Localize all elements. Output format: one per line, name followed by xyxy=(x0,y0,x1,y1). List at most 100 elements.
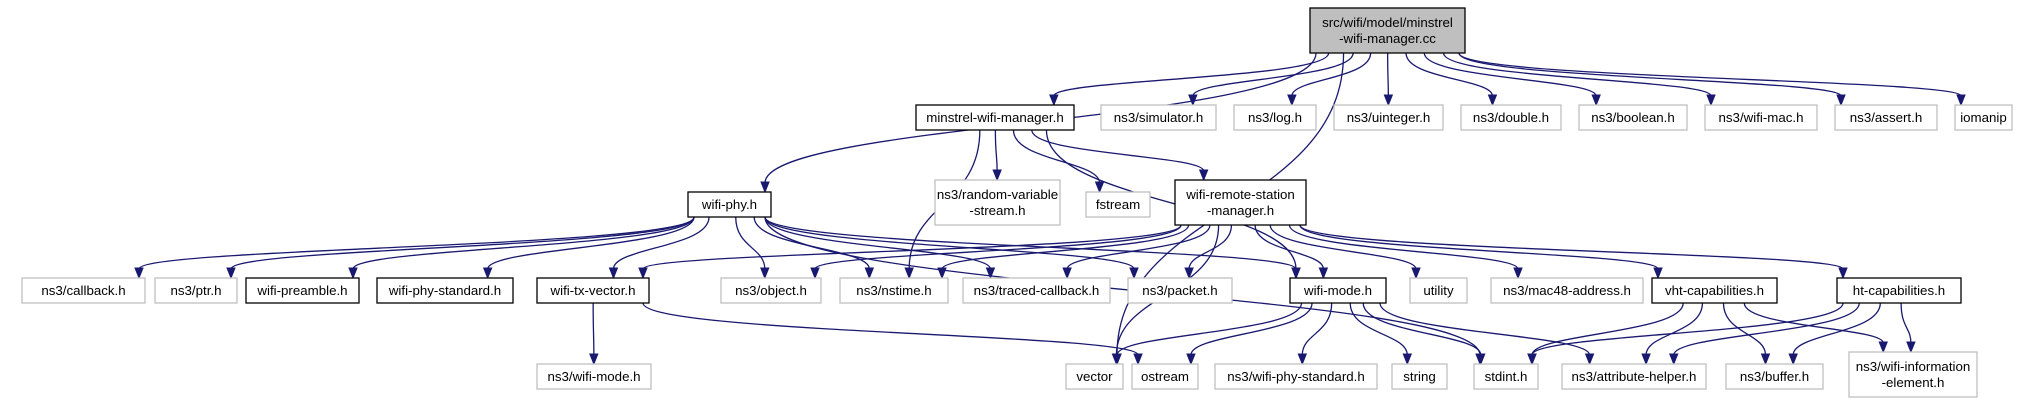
edge-vht_capabilities_h-to-ns3_wifi_information_element_h xyxy=(1743,302,1884,344)
arrow-head-wifi_remote_station_manager_h-to-ns3_nstime_h xyxy=(937,267,947,280)
node-box xyxy=(1333,104,1444,131)
edge-root-to-ns3_log_h xyxy=(1291,52,1372,97)
node-label: wifi-mode.h xyxy=(1303,283,1372,298)
node-label: wifi-tx-vector.h xyxy=(550,283,636,298)
arrow-head-wifi_mode_h-to-ns3_attribute_helper_h xyxy=(1584,353,1595,366)
node-wifi-remote-station-manager-h[interactable]: wifi-remote-station-manager.h xyxy=(1174,179,1307,226)
node-ns3-mac48-address-h: ns3/mac48-address.h xyxy=(1490,277,1644,304)
arrow-head-root-to-ns3_uinteger_h xyxy=(1383,94,1394,107)
node-label: -stream.h xyxy=(969,203,1025,218)
node-wifi-tx-vector-h[interactable]: wifi-tx-vector.h xyxy=(536,277,650,304)
node-root[interactable]: src/wifi/model/minstrel-wifi-manager.cc xyxy=(1309,7,1466,54)
node-ns3-simulator-h: ns3/simulator.h xyxy=(1100,104,1217,131)
edge-wifi_phy_h-to-wifi_tx_vector_h xyxy=(612,216,710,270)
node-label: ns3/buffer.h xyxy=(1740,369,1809,384)
node-label: iomanip xyxy=(1960,110,2007,125)
node-ns3-attribute-helper-h: ns3/attribute-helper.h xyxy=(1561,363,1707,390)
node-label: utility xyxy=(1423,283,1454,298)
edge-wifi_phy_h-to-wifi_mode_h xyxy=(764,216,1297,270)
arrow-head-minstrel_wifi_manager_h-to-fstream xyxy=(1094,181,1105,194)
edge-minstrel_wifi_manager_h-to-wifi_mode_h xyxy=(1045,129,1297,270)
node-box xyxy=(1065,363,1124,390)
edge-wifi_mode_h-to-ostream xyxy=(1190,302,1313,356)
arrow-head-wifi_remote_station_manager_h-to-ns3_traced_callback_h xyxy=(1062,267,1072,280)
arrow-head-wifi_remote_station_manager_h-to-ns3_object_h xyxy=(810,267,820,280)
node-box xyxy=(1561,363,1707,390)
edge-minstrel_wifi_manager_h-to-ns3_random_variable_stream_h xyxy=(994,129,998,172)
arrow-head-root-to-ns3_wifi_mac_h xyxy=(1706,94,1716,107)
node-label: minstrel-wifi-manager.h xyxy=(926,110,1063,125)
node-box xyxy=(934,179,1061,226)
node-ns3-packet-h: ns3/packet.h xyxy=(1127,277,1233,304)
edge-wifi_mode_h-to-ns3_wifi_phy_standard_h xyxy=(1301,302,1333,356)
node-box xyxy=(1131,363,1199,390)
node-box xyxy=(687,191,772,218)
node-label: ns3/nstime.h xyxy=(856,283,931,298)
node-iomanip: iomanip xyxy=(1954,104,2013,131)
edge-wifi_remote_station_manager_h-to-vht_capabilities_h xyxy=(1299,224,1659,270)
edge-wifi_phy_h-to-ns3_traced_callback_h xyxy=(764,216,992,270)
node-label: ns3/random-variable xyxy=(937,187,1058,202)
node-box xyxy=(1127,277,1233,304)
edge-wifi_remote_station_manager_h-to-ht_capabilities_h xyxy=(1299,224,1844,270)
node-vht-capabilities-h[interactable]: vht-capabilities.h xyxy=(1651,277,1778,304)
node-label: vector xyxy=(1076,369,1113,384)
arrow-head-root-to-iomanip xyxy=(1956,94,1966,107)
node-ht-capabilities-h[interactable]: ht-capabilities.h xyxy=(1836,277,1962,304)
node-label: ns3/attribute-helper.h xyxy=(1572,369,1697,384)
arrow-head-wifi_remote_station_manager_h-to-wifi_mode_h xyxy=(1318,267,1329,280)
edge-wifi_mode_h-to-ns3_attribute_helper_h xyxy=(1379,302,1591,356)
node-label: ns3/simulator.h xyxy=(1114,110,1203,125)
arrow-head-root-to-ns3_double_h xyxy=(1487,94,1498,107)
nodes-layer: src/wifi/model/minstrel-wifi-manager.cc m… xyxy=(21,7,2013,398)
node-label: vht-capabilities.h xyxy=(1665,283,1764,298)
edge-wifi_mode_h-to-vector xyxy=(1116,302,1303,356)
node-box xyxy=(1578,104,1688,131)
node-box xyxy=(1836,277,1962,304)
node-ns3-nstime-h: ns3/nstime.h xyxy=(839,277,949,304)
node-label: -wifi-manager.cc xyxy=(1339,31,1436,46)
node-box xyxy=(1214,363,1378,390)
node-ns3-ptr-h: ns3/ptr.h xyxy=(154,277,238,304)
arrow-head-wifi_phy_h-to-ns3_packet_h xyxy=(1129,267,1139,280)
node-wifi-mode-h[interactable]: wifi-mode.h xyxy=(1289,277,1387,304)
arrow-head-wifi_remote_station_manager_h-to-ns3_packet_h xyxy=(1184,267,1194,280)
edge-wifi_mode_h-to-stdint_h xyxy=(1362,302,1482,356)
node-ns3-callback-h: ns3/callback.h xyxy=(21,277,146,304)
node-label: ns3/packet.h xyxy=(1142,283,1217,298)
arrow-head-minstrel_wifi_manager_h-to-wifi_remote_station_manager_h xyxy=(1198,169,1209,182)
node-box xyxy=(1848,351,1978,398)
node-label: ns3/boolean.h xyxy=(1591,110,1675,125)
arrow-head-wifi_phy_h-to-ns3_ptr_h xyxy=(226,267,236,280)
node-wifi-preamble-h[interactable]: wifi-preamble.h xyxy=(245,277,360,304)
node-box xyxy=(1289,277,1387,304)
node-wifi-phy-standard-h[interactable]: wifi-phy-standard.h xyxy=(376,277,514,304)
node-box xyxy=(536,363,652,390)
edge-wifi_phy_h-to-ns3_object_h xyxy=(735,216,766,270)
node-box xyxy=(720,277,822,304)
arrow-head-root-to-ns3_assert_h xyxy=(1836,94,1846,107)
arrow-head-wifi_remote_station_manager_h-to-ns3_mac48_address_h xyxy=(1513,267,1523,280)
node-box xyxy=(21,277,146,304)
node-box xyxy=(1460,104,1562,131)
edge-wifi_tx_vector_h-to-ostream xyxy=(642,302,1139,356)
arrow-head-wifi_tx_vector_h-to-ostream xyxy=(1133,353,1143,366)
node-minstrel-wifi-manager-h[interactable]: minstrel-wifi-manager.h xyxy=(915,104,1075,131)
arrow-head-minstrel_wifi_manager_h-to-ns3_random_variable_stream_h xyxy=(992,169,1002,182)
node-label: ns3/wifi-phy-standard.h xyxy=(1227,369,1364,384)
edge-vht_capabilities_h-to-ns3_buffer_h xyxy=(1722,302,1767,356)
node-box xyxy=(1409,277,1468,304)
arrow-head-root-to-ns3_log_h xyxy=(1287,94,1297,107)
arrow-head-wifi_phy_h-to-wifi_mode_h xyxy=(1291,267,1301,280)
arrow-head-ht_capabilities_h-to-ns3_wifi_information_element_h xyxy=(1906,341,1916,354)
node-box xyxy=(1954,104,2013,131)
node-label: ns3/log.h xyxy=(1248,110,1302,125)
node-ns3-wifi-mac-h: ns3/wifi-mac.h xyxy=(1704,104,1818,131)
node-box xyxy=(1100,104,1217,131)
node-box xyxy=(1651,277,1778,304)
node-label: string xyxy=(1403,369,1436,384)
node-fstream: fstream xyxy=(1085,191,1151,218)
arrow-head-wifi_remote_station_manager_h-to-wifi_tx_vector_h xyxy=(638,267,648,280)
node-wifi-phy-h[interactable]: wifi-phy.h xyxy=(687,191,772,218)
node-ns3-boolean-h: ns3/boolean.h xyxy=(1578,104,1688,131)
